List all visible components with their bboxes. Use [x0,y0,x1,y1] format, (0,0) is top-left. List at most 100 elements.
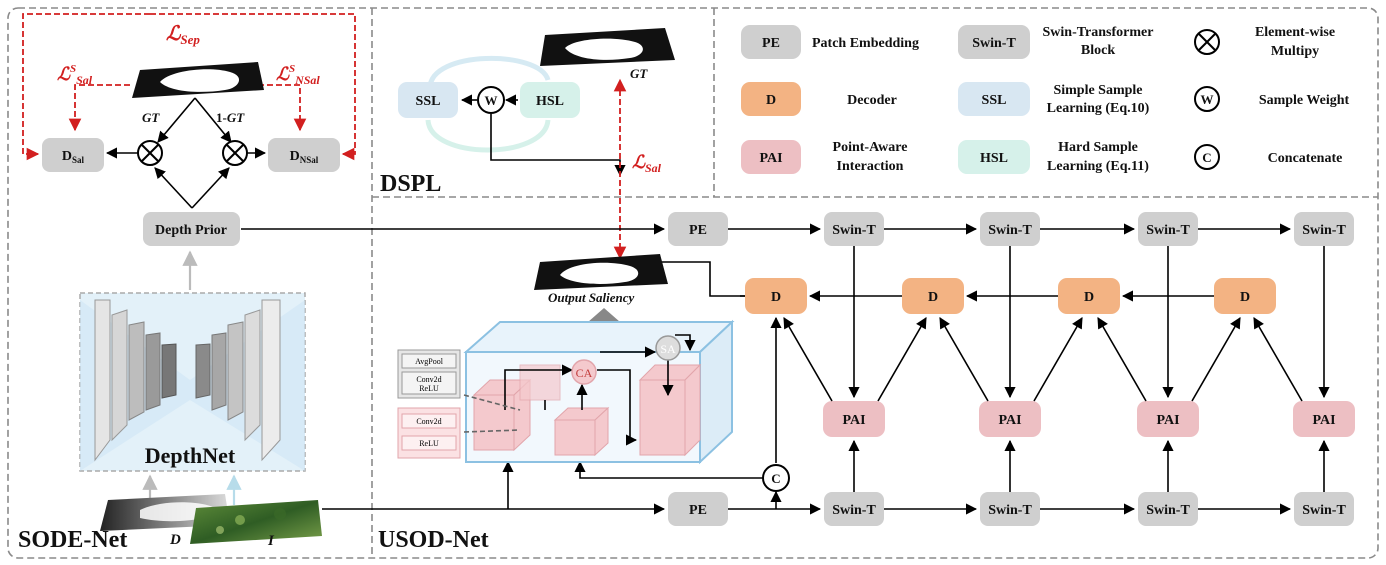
prior-to-mult-left [154,167,193,209]
decoder-3-label: D [1084,290,1094,305]
depth-prior-box [143,212,240,246]
decoder-1-label: D [771,290,781,305]
swin-top-2 [980,212,1040,246]
legend-swin-name-2: Block [1081,43,1115,58]
dspl-gt-label: GT [630,66,648,81]
l-nsal-label: ℒSNSal [276,63,320,87]
dspl-ssl-label: SSL [416,94,441,109]
l-sep-loop-right [150,13,356,161]
legend-hsl-abbr: HSL [980,151,1008,166]
dspl: SSL HSL W GT ℒSal [398,28,675,260]
decoder-4 [1214,278,1276,314]
swin-bot-3 [1138,492,1198,526]
legend-d-box [741,82,801,116]
d-sal-label: DSal [62,149,85,165]
legend-w-name: Sample Weight [1259,93,1350,108]
decoder-2 [902,278,964,314]
multiply-icon-right [222,140,248,166]
legend-pai-name: Point-Aware [833,140,908,155]
swin-top-1 [824,212,884,246]
dash-to-conv [463,429,521,433]
output-saliency-image [534,254,668,290]
pai-3-to-dec-3 [1097,317,1147,402]
input-d-label: D [169,532,181,548]
legend-hsl-name-2: Learning (Eq.11) [1047,159,1149,174]
swin-top-2-label: Swin-T [988,223,1032,238]
decoder-4-label: D [1240,290,1250,305]
svg-text:CA: CA [576,366,593,380]
gt-mask-image [132,62,264,98]
swin-bot-3-label: Swin-T [1146,503,1190,518]
swin-bot-2 [980,492,1040,526]
svg-text:C: C [771,471,780,486]
ca-mini-block: AvgPool Conv2d ReLU [397,349,461,399]
dspl-title: DSPL [380,171,441,197]
legend-hsl-name: Hard Sample [1058,140,1138,155]
conv2d-label-1: Conv2d [416,375,441,384]
gt-to-mult-right [194,97,232,143]
d-sal-box [42,138,104,172]
swin-bot-1-label: Swin-T [832,503,876,518]
depthnet-label: DepthNet [145,443,236,468]
attention-module: CA SA [463,319,735,465]
legend-pe-name: Patch Embedding [812,36,919,51]
svg-text:W: W [485,93,498,108]
legend-pai-name-2: Interaction [837,159,904,174]
dspl-cycle-top [427,56,551,89]
dspl-l-sal-label: ℒSal [632,152,662,175]
swin-top-1-label: Swin-T [832,223,876,238]
pai-4 [1293,401,1355,437]
w-to-lsal [490,114,626,177]
swin-top-4 [1294,212,1354,246]
l-sep-loop-left [22,13,150,161]
swin-bot-4 [1294,492,1354,526]
legend-hsl-box [958,140,1030,174]
pai-3 [1137,401,1199,437]
decoder-1 [745,278,807,314]
legend-concat-icon: C [1194,144,1220,170]
swin-top-4-label: Swin-T [1302,223,1346,238]
sode-net: ℒSep ℒSSal ℒSNSal GT 1-GT DSal [22,13,356,549]
legend-swin-name: Swin-Transformer [1043,25,1154,40]
pai-1-label: PAI [842,413,865,428]
pe-top-label: PE [689,223,707,238]
swin-bot-1 [824,492,884,526]
legend-pe-box [741,25,801,59]
legend-d-abbr: D [766,93,776,108]
conv2d-label-2: Conv2d [416,417,441,426]
decoder-3 [1058,278,1120,314]
decoder-2-label: D [928,290,938,305]
swin-top-3 [1138,212,1198,246]
pai-4-label: PAI [1312,413,1335,428]
svg-text:SA: SA [660,342,676,356]
one-minus-gt-label: 1-GT [216,110,245,125]
pe-bottom-box [668,492,728,526]
legend-pai-abbr: PAI [759,151,782,166]
pai-1-to-dec-2 [877,317,927,402]
gt-to-mult-left [157,97,196,143]
pe-top-box [668,212,728,246]
l-sal-label: ℒSSal [57,63,93,87]
legend-c-name: Concatenate [1268,151,1343,166]
pai-3-label: PAI [1156,413,1179,428]
relu-label-1: ReLU [419,384,439,393]
swin-top-3-label: Swin-T [1146,223,1190,238]
pai-4-to-dec-4 [1253,317,1303,402]
legend-pai-box [741,140,801,174]
legend-ssl-abbr: SSL [982,93,1007,108]
pai-1 [823,401,885,437]
legend-mult-name: Element-wise [1255,25,1335,40]
pai-1-to-dec-1 [783,317,833,402]
dspl-hsl-box [520,82,580,118]
ca-node: CA [571,359,597,385]
dspl-cycle-bottom [425,119,551,153]
avgpool-label: AvgPool [415,357,444,366]
dash-to-pool [463,394,521,411]
pai-2-to-dec-3 [1033,317,1083,402]
dspl-hsl-label: HSL [536,94,564,109]
legend-swin-abbr: Swin-T [972,36,1016,51]
sode-net-title: SODE-Net [18,527,127,553]
sa-node: SA [655,335,681,361]
sa-loop [675,334,696,352]
